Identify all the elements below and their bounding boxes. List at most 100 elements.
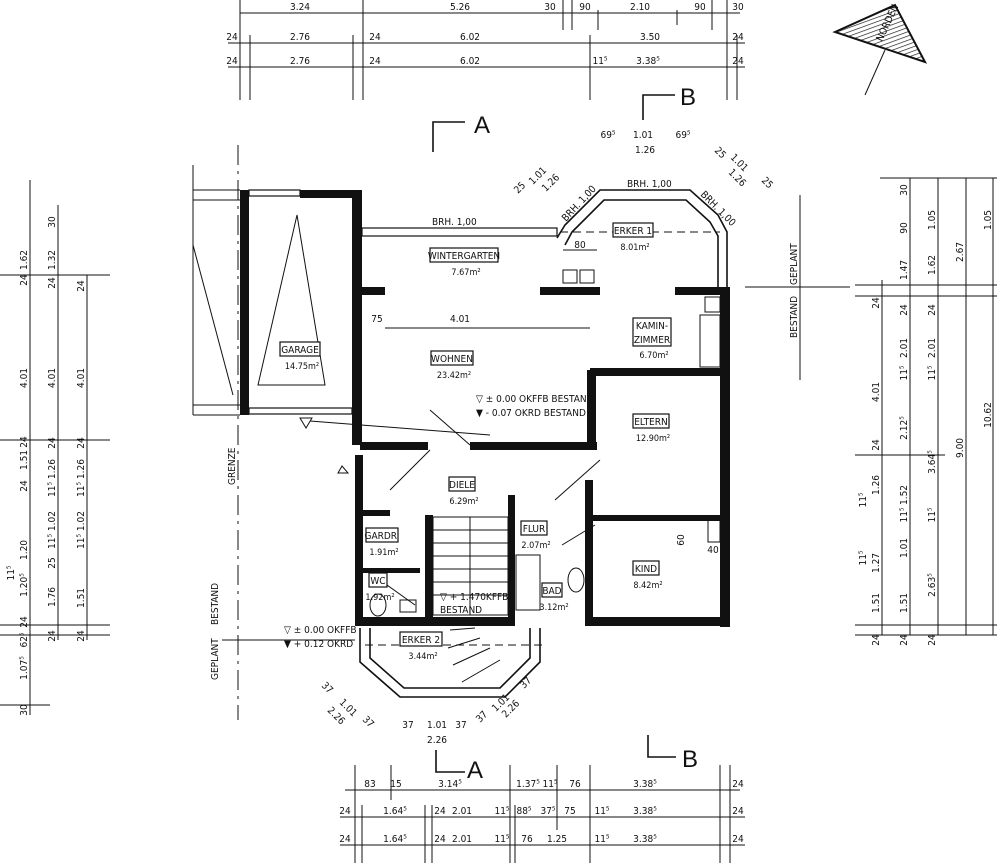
room-label-box xyxy=(368,572,388,588)
dim-right-col2: 2.01 xyxy=(899,338,910,358)
room-erker-2: ERKER 23.44m² xyxy=(399,631,443,662)
room-name: FLUR xyxy=(523,524,546,535)
dim-left-col1: 24 xyxy=(19,436,30,448)
dim-top-row2: 24 xyxy=(369,32,381,43)
dim-top-row2: 24 xyxy=(732,32,744,43)
room-area: 23.42m² xyxy=(437,371,471,381)
dim-top-row2: 24 xyxy=(226,32,238,43)
dim-left-col1: 24 xyxy=(19,616,30,628)
room-name: DIELE xyxy=(449,480,475,491)
dim-left-col3: 24 xyxy=(76,630,87,642)
dim-right-col2: 24 xyxy=(899,304,910,316)
room-area: 7.67m² xyxy=(451,268,480,278)
dim-left-col2: 25 xyxy=(47,557,58,568)
section-a-top: A xyxy=(474,112,490,139)
dim-left-col1: 30 xyxy=(19,704,30,716)
section-markers xyxy=(432,94,676,773)
label-grenze: GRENZE xyxy=(227,447,238,485)
dim-left-col3: 24 xyxy=(76,437,87,449)
room-label-box xyxy=(541,582,563,598)
dim-erker1-top: 69⁵ xyxy=(600,130,615,141)
dim-top-row1: 90 xyxy=(694,2,706,13)
room-name: ELTERN xyxy=(634,417,667,428)
dim-left-col2: 24 xyxy=(47,630,58,642)
dim-erker2-left: 37 xyxy=(319,680,335,696)
dim-left-col3: 11⁵ 1.02 xyxy=(76,511,87,549)
label-brh-wintergarten: BRH. 1,00 xyxy=(432,217,477,228)
dim-left-col3: 1.51 xyxy=(76,588,87,608)
dim-left-col1: 11⁵ xyxy=(6,565,17,580)
dim-bottom-row2: 37⁵ xyxy=(540,806,555,817)
dim-right-col3: 1.05 xyxy=(927,210,938,230)
dim-bottom-row2: 2.01 xyxy=(452,806,472,817)
dim-right-col3: 2.01 xyxy=(927,338,938,358)
room-name: KAMIN- xyxy=(636,321,668,332)
dim-bottom-row2: 24 xyxy=(732,806,744,817)
section-b-bottom: B xyxy=(682,746,698,773)
dim-top-row2: 2.76 xyxy=(290,32,310,43)
dim-right-col1: 11⁵ xyxy=(858,550,869,565)
dim-right-col3: 24 xyxy=(927,304,938,316)
dim-left-col1: 1.20 xyxy=(19,540,30,560)
dim-bottom-row2: 24 xyxy=(339,806,351,817)
room-label-box xyxy=(279,341,321,357)
dim-right-col1: 24 xyxy=(871,439,882,451)
dim-right-col5: 1.05 xyxy=(983,210,994,230)
dim-bottom-row1: 11⁵ xyxy=(542,779,557,790)
dim-erker2-bottom: 37 xyxy=(402,720,413,731)
dim-right-col1: 24 xyxy=(871,634,882,646)
plan-details xyxy=(248,189,728,698)
label-bestand-left: BESTAND xyxy=(210,583,221,625)
dim-erker2-bottom: 2.26 xyxy=(427,735,447,746)
dim-top-row1: 30 xyxy=(544,2,556,13)
level-wohnen-1: ▽ ± 0.00 OKFFB BESTAND xyxy=(476,394,594,405)
dim-bottom-row1: 1.37⁵ xyxy=(516,779,540,790)
dim-erker1-depth: 80 xyxy=(574,240,586,251)
dim-erker2-right: 37 xyxy=(474,709,490,725)
dim-erker1-top: 1.01 xyxy=(633,130,653,141)
dim-right-col4: 9.00 xyxy=(955,438,966,458)
dim-bottom-row3: 24 xyxy=(732,834,744,845)
dim-right-col3: 3.64⁵ xyxy=(927,450,938,474)
dim-bottom-row2: 3.38⁵ xyxy=(633,806,657,817)
dim-bottom-row3: 76 xyxy=(521,834,533,845)
dim-top-row1: 30 xyxy=(732,2,744,13)
dim-top-row2: 3.50 xyxy=(640,32,660,43)
dim-wohnen: 4.01 xyxy=(450,314,470,325)
dim-bottom-row2: 1.64⁵ xyxy=(383,806,407,817)
label-bestand-right: BESTAND xyxy=(789,296,800,338)
dim-right-col3: 2.63⁵ xyxy=(927,573,938,597)
label-geplant-left: GEPLANT xyxy=(210,638,221,680)
dim-top-row3: 2.76 xyxy=(290,56,310,67)
dim-right-col3: 11⁵ xyxy=(927,365,938,380)
dim-top-row3: 24 xyxy=(369,56,381,67)
dim-bottom-row3: 24 xyxy=(339,834,351,845)
room-area: 3.12m² xyxy=(539,603,568,613)
dim-bottom-row2: 11⁵ xyxy=(494,806,509,817)
dim-right-col2: 11⁵ xyxy=(899,507,910,522)
room-name: ERKER 2 xyxy=(402,635,440,646)
dim-right-col2: 1.01 xyxy=(899,538,910,558)
room-wc: WC1.92m² xyxy=(365,572,395,603)
section-a-bottom: A xyxy=(467,757,483,784)
room-label-box xyxy=(520,520,548,536)
dim-erker2-left: 37 xyxy=(360,714,376,730)
room-label-box xyxy=(632,317,672,347)
dim-right-col1: 1.27 xyxy=(871,553,882,573)
dim-top-row3: 24 xyxy=(732,56,744,67)
dim-left-col3: 11⁵ 1.26 xyxy=(76,459,87,497)
dim-top-row3: 11⁵ xyxy=(592,56,607,67)
label-brh-erker-right: BRH. 1,00 xyxy=(698,189,738,229)
dim-left-col1: 4.01 xyxy=(19,368,30,388)
dim-erker2-bottom: 37 xyxy=(455,720,466,731)
dim-right-col5: 10.62 xyxy=(983,402,994,428)
level-entry-1: ▽ ± 0.00 OKFFB xyxy=(284,625,357,636)
dim-right-col1: 24 xyxy=(871,297,882,309)
room-name: BAD xyxy=(542,586,561,597)
room-name-2: ZIMMER xyxy=(634,335,670,346)
dim-left-col1: 1.51 xyxy=(19,450,30,470)
